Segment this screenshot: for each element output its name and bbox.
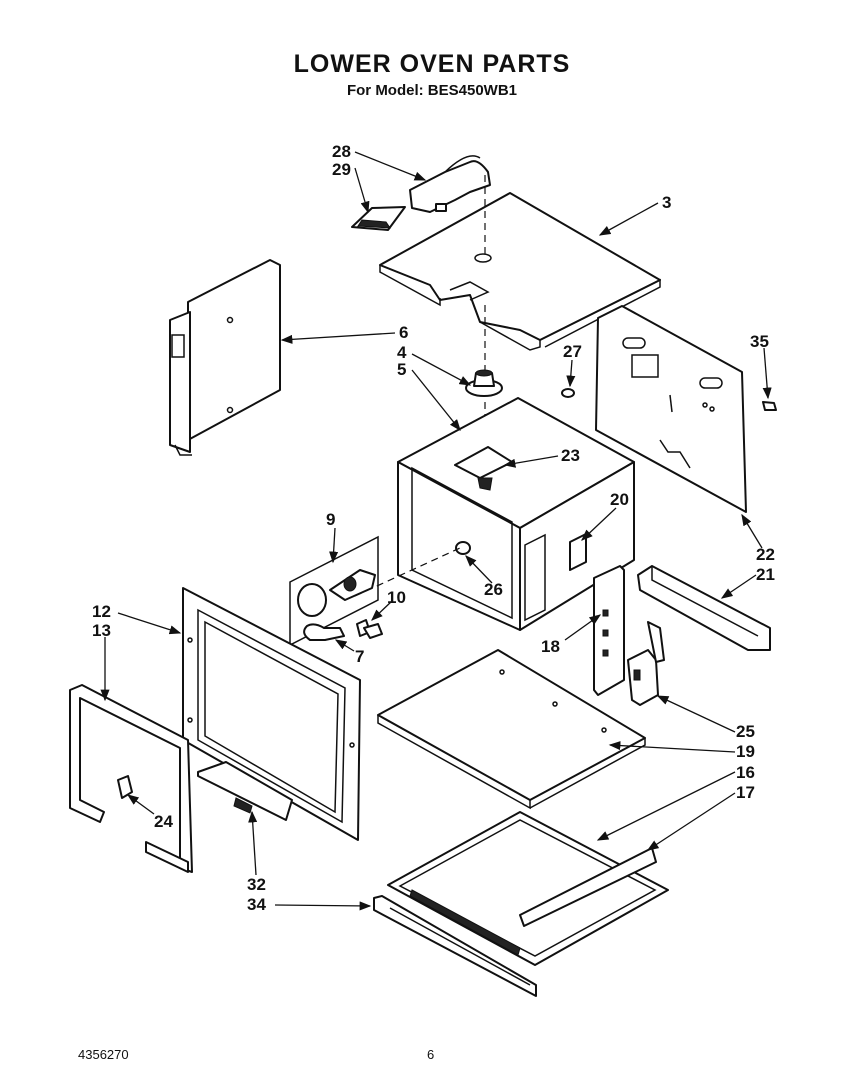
callout-32: 32 — [247, 875, 266, 894]
top-panel-part — [379, 192, 661, 351]
callout-9: 9 — [326, 510, 335, 529]
callout-21: 21 — [756, 565, 775, 584]
callout-12: 12 — [92, 602, 111, 621]
callout-17: 17 — [736, 783, 755, 802]
callout-13: 13 — [92, 621, 111, 640]
callout-19: 19 — [736, 742, 755, 761]
light-assembly-part — [289, 535, 383, 647]
leader-lines — [100, 151, 772, 911]
vent-duct-part — [351, 155, 491, 231]
callout-10: 10 — [387, 588, 406, 607]
door-frame-part — [182, 587, 361, 841]
plug-part-27 — [561, 388, 575, 398]
page-title: LOWER OVEN PARTS — [293, 50, 571, 78]
callout-20: 20 — [610, 490, 629, 509]
callout-numbers: 28 29 3 6 4 5 27 35 23 20 9 26 22 21 10 … — [92, 142, 775, 914]
callout-22: 22 — [756, 545, 775, 564]
callout-18: 18 — [541, 637, 560, 656]
callout-29: 29 — [332, 160, 351, 179]
callout-4: 4 — [397, 343, 407, 362]
callout-7: 7 — [355, 647, 364, 666]
callout-6: 6 — [399, 323, 408, 342]
page-number: 6 — [427, 1047, 435, 1062]
callout-35: 35 — [750, 332, 769, 351]
callout-24: 24 — [154, 812, 173, 831]
model-subtitle: For Model: BES450WB1 — [346, 82, 518, 99]
bottom-pan-part — [373, 811, 669, 997]
left-side-panel-part — [169, 259, 281, 456]
hinge-part-25 — [627, 621, 665, 706]
callout-3: 3 — [662, 193, 671, 212]
callout-23: 23 — [561, 446, 580, 465]
oven-floor-part — [377, 649, 646, 810]
callout-34: 34 — [247, 895, 266, 914]
callout-26: 26 — [484, 580, 503, 599]
callout-28: 28 — [332, 142, 351, 161]
fitting-part — [465, 369, 503, 448]
callout-25: 25 — [736, 722, 755, 741]
callout-5: 5 — [397, 360, 406, 379]
part-number-code: 4356270 — [78, 1047, 129, 1062]
side-rail-part — [593, 565, 625, 696]
callout-27: 27 — [563, 342, 582, 361]
door-gasket-part — [69, 684, 193, 873]
bracket-part-21 — [637, 565, 771, 651]
rear-panel-part — [595, 305, 747, 513]
callout-16: 16 — [736, 763, 755, 782]
clip-part-35 — [762, 401, 777, 411]
